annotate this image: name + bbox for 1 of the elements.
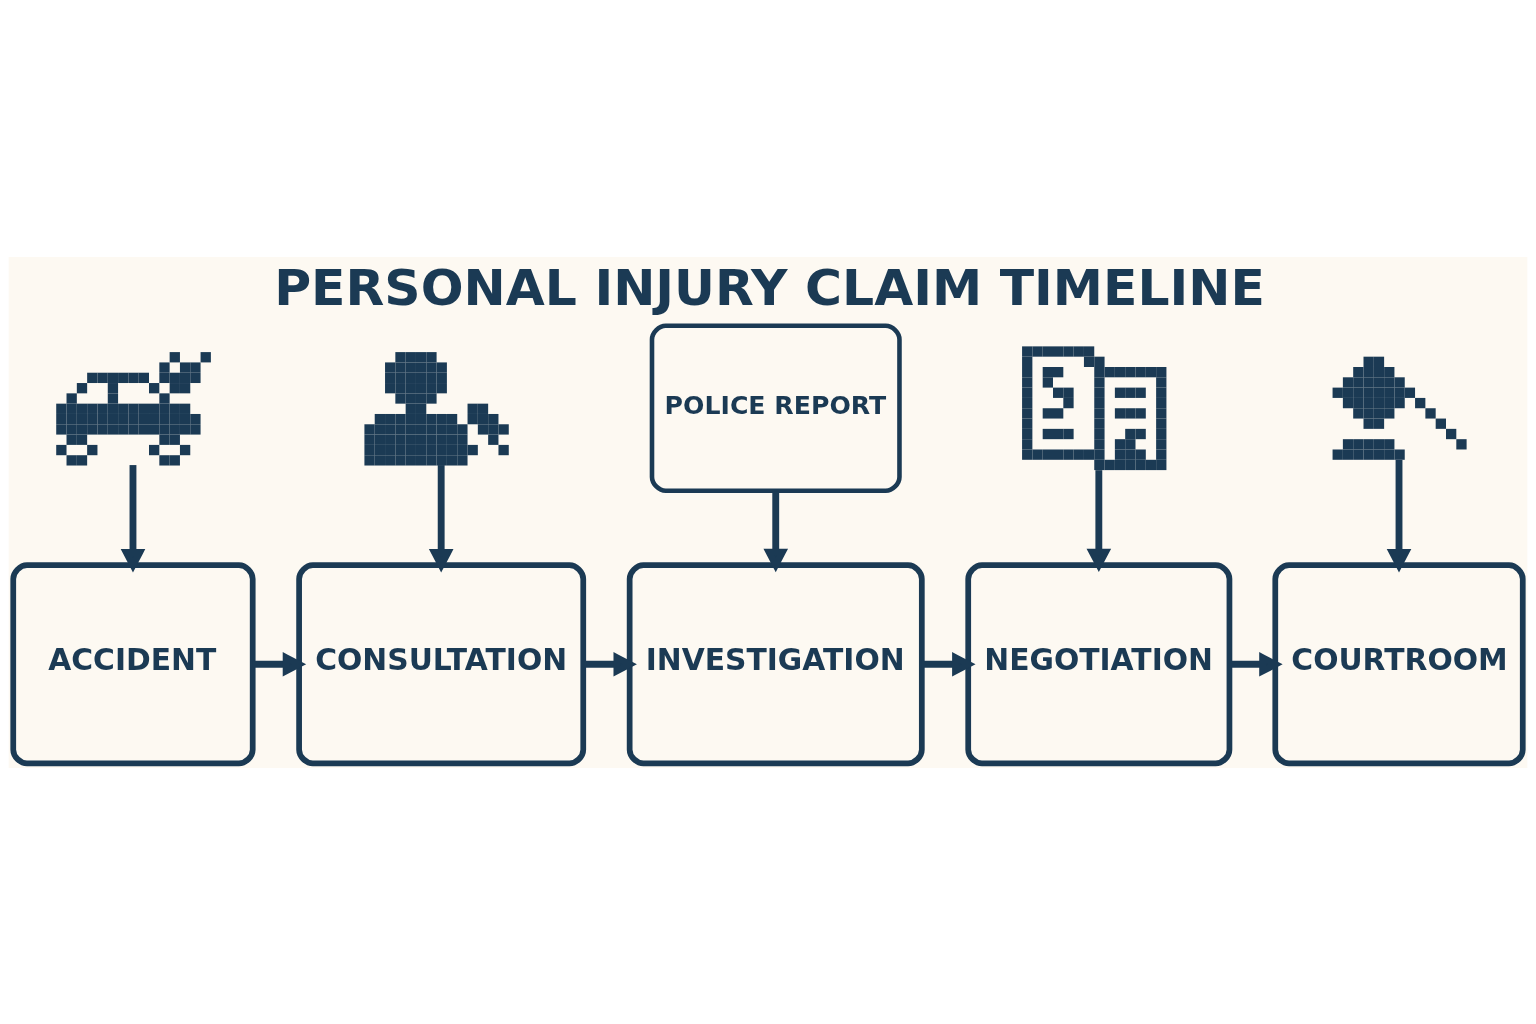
diagram-title: PERSONAL INJURY CLAIM TIMELINE <box>274 257 1265 317</box>
